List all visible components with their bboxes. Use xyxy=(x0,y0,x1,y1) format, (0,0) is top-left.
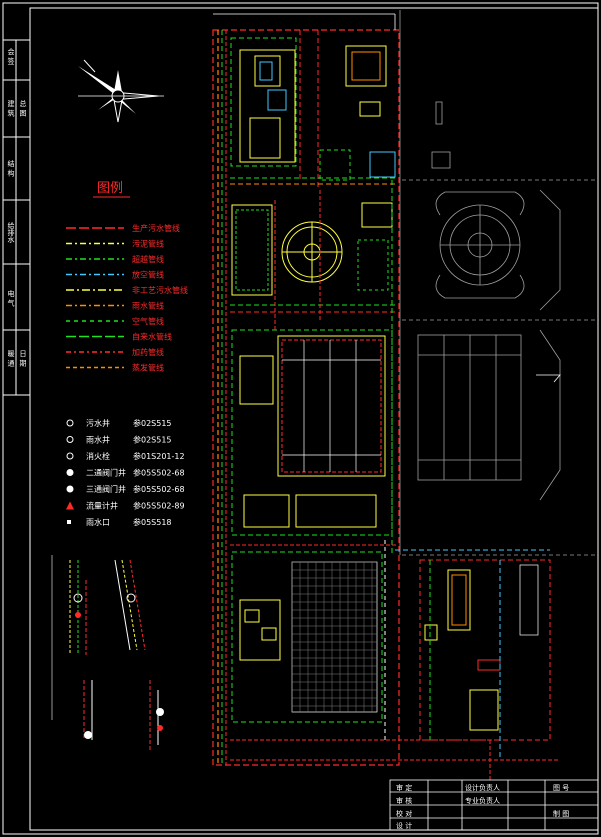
legend-line-label: 放空管线 xyxy=(132,270,164,280)
legend-symbol-icon xyxy=(66,501,74,510)
legend-line-label: 雨水管线 xyxy=(132,301,164,311)
strip-label-5: 电 气 xyxy=(7,290,15,307)
left-signature-strip xyxy=(3,39,30,396)
strip-label-1: 会 签 xyxy=(7,48,15,65)
legend-symbol-label: 三通阀门井 xyxy=(86,484,126,494)
zone-bottom-grid xyxy=(231,551,383,723)
strip-label-8: 日 期 xyxy=(19,350,27,367)
legend-title: 图例 xyxy=(97,181,123,196)
zone-top-buildings xyxy=(230,30,398,190)
site-boundary xyxy=(212,13,400,766)
legend-line-label: 加药管线 xyxy=(132,347,164,357)
legend-symbol-ref: 参05S502-89 xyxy=(133,501,185,511)
strip-label-2: 建 筑 xyxy=(7,100,15,117)
north-arrow-icon xyxy=(78,66,164,123)
legend-symbol-label: 二通阀门井 xyxy=(86,468,126,478)
inner-frame xyxy=(29,7,599,831)
zone-treatment-tanks xyxy=(231,329,393,536)
tb-cell-1: 审 定 xyxy=(396,784,413,792)
strip-label-7: 总 图 xyxy=(19,100,27,117)
grid-pattern xyxy=(291,561,377,712)
legend-symbol-label: 污水井 xyxy=(86,418,110,428)
title-block xyxy=(389,779,599,831)
legend-line-label: 污泥管线 xyxy=(132,239,164,249)
legend-line-label: 自来水管线 xyxy=(132,332,172,342)
north-marker xyxy=(83,59,96,73)
strip-label-6: 暖 通 xyxy=(7,350,15,367)
legend-symbol-ref: 参05S518 xyxy=(133,517,172,527)
tb-cell-7: 设 计 xyxy=(396,822,413,830)
legend-symbol-label: 雨水口 xyxy=(86,517,110,527)
legend-lines: 生产污水管线污泥管线超越管线放空管线非工艺污水管线雨水管线空气管线自来水管线加药… xyxy=(66,223,188,373)
zone-right-equipment xyxy=(395,549,551,760)
adjacent-existing-plant xyxy=(399,10,598,556)
tb-cell-5: 专业负责人 xyxy=(465,797,500,805)
tb-cell-2: 设计负责人 xyxy=(465,784,500,792)
strip-label-4: 给排水 xyxy=(7,222,15,243)
legend-symbol-label: 雨水井 xyxy=(86,435,110,445)
tb-cell-8: 制 图 xyxy=(553,810,570,818)
zone-clarifier xyxy=(230,202,398,313)
legend-line-label: 蒸发管线 xyxy=(132,363,164,373)
legend-symbol-ref: 参05S502-68 xyxy=(133,468,185,478)
legend-symbol-label: 消火栓 xyxy=(86,451,110,461)
legend-symbol-ref: 参01S201-12 xyxy=(133,451,185,461)
pipe-network xyxy=(221,30,560,780)
tb-cell-3: 图 号 xyxy=(553,784,570,792)
legend-line-label: 生产污水管线 xyxy=(132,223,180,233)
tb-cell-4: 审 核 xyxy=(396,797,413,805)
legend-symbol-icon xyxy=(66,419,74,427)
legend-symbol-icon xyxy=(67,520,71,524)
legend-symbol-ref: 参05S502-68 xyxy=(133,484,185,494)
legend-symbol-icon xyxy=(66,452,74,460)
legend-symbol-icon xyxy=(66,469,74,476)
legend-symbol-ref: 参02S515 xyxy=(133,418,172,428)
legend-symbol-ref: 参02S515 xyxy=(133,435,172,445)
legend-line-label: 非工艺污水管线 xyxy=(132,285,188,295)
legend-symbol-icon xyxy=(66,436,74,443)
legend-line-label: 空气管线 xyxy=(132,316,164,326)
legend-symbol-icon xyxy=(66,485,74,493)
tb-cell-6: 校 对 xyxy=(396,810,413,818)
strip-label-3: 结 构 xyxy=(7,160,15,177)
legend-symbols: 污水井参02S515雨水井参02S515消火栓参01S201-12二通阀门井参0… xyxy=(66,418,185,527)
legend-symbol-label: 流量计井 xyxy=(86,501,118,511)
section-details xyxy=(51,555,164,750)
legend-line-label: 超越管线 xyxy=(132,254,164,264)
